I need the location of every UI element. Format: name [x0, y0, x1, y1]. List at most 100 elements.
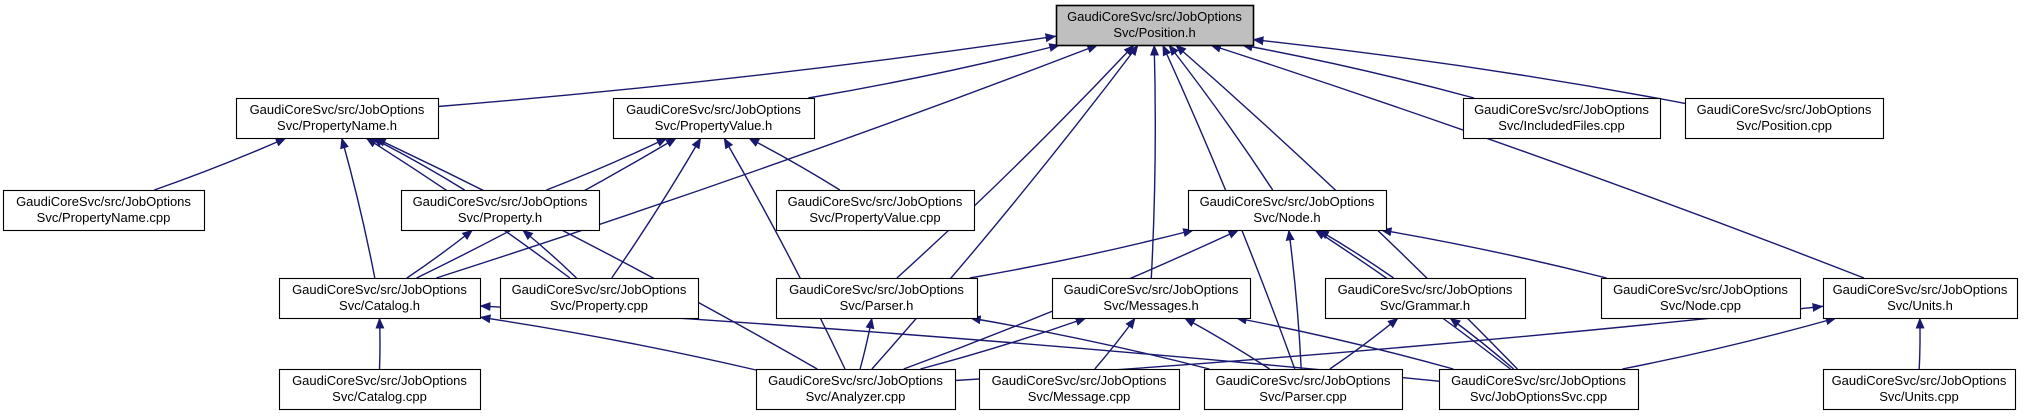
graph-node-message_cpp[interactable]: GaudiCoreSvc/src/JobOptionsSvc/Message.c…: [978, 368, 1181, 411]
graph-edge-parser_cpp-to-parser_h: [969, 315, 1210, 370]
graph-edge-parser_cpp-to-grammar_h: [1329, 317, 1399, 370]
graph-node-label-line1: GaudiCoreSvc/src/JobOptions: [1474, 102, 1649, 117]
graph-edge-joboptionssvc_cpp-to-grammar_h: [1449, 317, 1515, 370]
graph-node-position_h[interactable]: GaudiCoreSvc/src/JobOptionsSvc/Position.…: [1055, 4, 1255, 47]
graph-node-node_cpp[interactable]: GaudiCoreSvc/src/JobOptionsSvc/Node.cpp: [1600, 277, 1802, 320]
graph-node-box[interactable]: [1051, 277, 1252, 320]
graph-node-label-line2: Svc/PropertyName.h: [277, 118, 397, 133]
graph-node-box[interactable]: [1055, 4, 1255, 47]
edges-layer: [154, 33, 1925, 382]
graph-edge-propertyname_cpp-to-propertyname_h: [154, 137, 287, 191]
graph-node-propertyvalue_h[interactable]: GaudiCoreSvc/src/JobOptionsSvc/PropertyV…: [612, 97, 816, 140]
graph-edge-propertyvalue_cpp-to-propertyvalue_h: [748, 137, 841, 191]
graph-edge-parser_cpp-to-messages_h: [1183, 317, 1270, 370]
graph-node-analyzer_cpp[interactable]: GaudiCoreSvc/src/JobOptionsSvc/Analyzer.…: [755, 368, 957, 411]
graph-edge-catalog_h-to-property_h: [406, 229, 474, 279]
graph-node-label-line1: GaudiCoreSvc/src/JobOptions: [626, 102, 801, 117]
graph-node-label-line1: GaudiCoreSvc/src/JobOptions: [250, 102, 425, 117]
graph-node-label-line2: Svc/PropertyValue.h: [655, 118, 773, 133]
graph-node-box[interactable]: [1822, 277, 2019, 320]
graph-node-units_h[interactable]: GaudiCoreSvc/src/JobOptionsSvc/Units.h: [1822, 277, 2019, 320]
graph-node-box[interactable]: [1822, 368, 2017, 411]
graph-node-catalog_h[interactable]: GaudiCoreSvc/src/JobOptionsSvc/Catalog.h: [278, 277, 482, 320]
graph-node-label-line1: GaudiCoreSvc/src/JobOptions: [1697, 102, 1872, 117]
graph-edge-units_h-to-position_h: [1210, 43, 1865, 279]
graph-edge-propertyvalue_h-to-position_h: [808, 43, 1061, 99]
graph-node-box[interactable]: [775, 277, 979, 320]
graph-node-label-line2: Svc/JobOptionsSvc.cpp: [1470, 389, 1607, 404]
graph-node-box[interactable]: [1438, 368, 1640, 411]
graph-node-label-line2: Svc/PropertyName.cpp: [37, 210, 171, 225]
graph-node-box[interactable]: [1187, 189, 1388, 232]
graph-node-joboptionssvc_cpp[interactable]: GaudiCoreSvc/src/JobOptionsSvc/JobOption…: [1438, 368, 1640, 411]
graph-node-label-line2: Svc/Grammar.h: [1380, 298, 1470, 313]
graph-node-label-line2: Svc/Property.h: [458, 210, 542, 225]
graph-node-includedfiles_cpp[interactable]: GaudiCoreSvc/src/JobOptionsSvc/IncludedF…: [1462, 97, 1662, 140]
graph-node-label-line1: GaudiCoreSvc/src/JobOptions: [1067, 9, 1242, 24]
graph-node-grammar_h[interactable]: GaudiCoreSvc/src/JobOptionsSvc/Grammar.h: [1324, 277, 1527, 320]
graph-node-label-line1: GaudiCoreSvc/src/JobOptions: [1064, 282, 1239, 297]
graph-node-box[interactable]: [1203, 368, 1404, 411]
graph-node-label-line2: Svc/Analyzer.cpp: [806, 389, 906, 404]
graph-node-box[interactable]: [978, 368, 1181, 411]
graph-edge-propertyname_h-to-position_h: [437, 33, 1057, 108]
graph-node-box[interactable]: [235, 97, 440, 140]
graph-node-box[interactable]: [612, 97, 816, 140]
graph-node-label-line2: Svc/Message.cpp: [1028, 389, 1131, 404]
graph-node-catalog_cpp[interactable]: GaudiCoreSvc/src/JobOptionsSvc/Catalog.c…: [278, 368, 482, 411]
graph-node-messages_h[interactable]: GaudiCoreSvc/src/JobOptionsSvc/Messages.…: [1051, 277, 1252, 320]
graph-node-position_cpp[interactable]: GaudiCoreSvc/src/JobOptionsSvc/Position.…: [1684, 97, 1885, 140]
graph-node-label-line2: Svc/Messages.h: [1103, 298, 1198, 313]
graph-node-parser_h[interactable]: GaudiCoreSvc/src/JobOptionsSvc/Parser.h: [775, 277, 979, 320]
graph-node-box[interactable]: [1600, 277, 1802, 320]
graph-node-label-line2: Svc/Units.cpp: [1879, 389, 1958, 404]
graph-node-box[interactable]: [1462, 97, 1662, 140]
graph-node-property_h[interactable]: GaudiCoreSvc/src/JobOptionsSvc/Property.…: [400, 189, 601, 232]
graph-edge-analyzer_cpp-to-messages_h: [920, 317, 1087, 370]
graph-node-label-line2: Svc/IncludedFiles.cpp: [1498, 118, 1624, 133]
graph-edge-parser_cpp-to-node_h: [1285, 229, 1302, 370]
graph-node-box[interactable]: [278, 277, 482, 320]
graph-edge-includedfiles_cpp-to-position_h: [1241, 42, 1475, 99]
graph-edge-joboptionssvc_cpp-to-units_h: [1622, 316, 1837, 370]
graph-edge-position_cpp-to-position_h: [1252, 36, 1686, 105]
graph-node-propertyname_h[interactable]: GaudiCoreSvc/src/JobOptionsSvc/PropertyN…: [235, 97, 440, 140]
graph-edge-message_cpp-to-messages_h: [1094, 317, 1136, 370]
graph-node-label-line1: GaudiCoreSvc/src/JobOptions: [292, 373, 467, 388]
graph-edge-node_cpp-to-node_h: [1380, 227, 1607, 279]
graph-node-label-line1: GaudiCoreSvc/src/JobOptions: [1338, 282, 1513, 297]
graph-edge-analyzer_cpp-to-propertyvalue_h: [723, 137, 846, 370]
graph-node-box[interactable]: [775, 189, 976, 232]
graph-node-label-line1: GaudiCoreSvc/src/JobOptions: [1833, 282, 2008, 297]
graph-node-box[interactable]: [278, 368, 482, 411]
graph-node-box[interactable]: [755, 368, 957, 411]
graph-edge-property_cpp-to-property_h: [522, 229, 577, 279]
graph-node-property_cpp[interactable]: GaudiCoreSvc/src/JobOptionsSvc/Property.…: [499, 277, 700, 320]
graph-edge-catalog_cpp-to-catalog_h: [375, 317, 385, 370]
graph-node-box[interactable]: [2, 189, 206, 232]
graph-node-label-line1: GaudiCoreSvc/src/JobOptions: [788, 194, 963, 209]
graph-edge-node_h-to-position_h: [1168, 44, 1274, 191]
graph-node-box[interactable]: [1684, 97, 1885, 140]
graph-node-label-line2: Svc/Units.h: [1887, 298, 1953, 313]
graph-node-propertyvalue_cpp[interactable]: GaudiCoreSvc/src/JobOptionsSvc/PropertyV…: [775, 189, 976, 232]
graph-edge-property_h-to-propertyname_h: [371, 137, 465, 191]
graph-node-box[interactable]: [400, 189, 601, 232]
graph-edge-grammar_h-to-node_h: [1317, 229, 1395, 279]
graph-node-label-line1: GaudiCoreSvc/src/JobOptions: [992, 373, 1167, 388]
graph-node-label-line2: Svc/Node.cpp: [1660, 298, 1741, 313]
graph-node-units_cpp[interactable]: GaudiCoreSvc/src/JobOptionsSvc/Units.cpp: [1822, 368, 2017, 411]
graph-node-label-line2: Svc/Property.cpp: [550, 298, 648, 313]
graph-node-label-line1: GaudiCoreSvc/src/JobOptions: [1613, 282, 1788, 297]
graph-node-box[interactable]: [1324, 277, 1527, 320]
graph-node-label-line2: Svc/Parser.h: [840, 298, 914, 313]
graph-node-node_h[interactable]: GaudiCoreSvc/src/JobOptionsSvc/Node.h: [1187, 189, 1388, 232]
nodes-layer: GaudiCoreSvc/src/JobOptionsSvc/Position.…: [2, 4, 2019, 411]
graph-node-propertyname_cpp[interactable]: GaudiCoreSvc/src/JobOptionsSvc/PropertyN…: [2, 189, 206, 232]
graph-node-label-line2: Svc/Catalog.cpp: [332, 389, 427, 404]
graph-node-parser_cpp[interactable]: GaudiCoreSvc/src/JobOptionsSvc/Parser.cp…: [1203, 368, 1404, 411]
graph-node-box[interactable]: [499, 277, 700, 320]
graph-node-label-line1: GaudiCoreSvc/src/JobOptions: [1200, 194, 1375, 209]
